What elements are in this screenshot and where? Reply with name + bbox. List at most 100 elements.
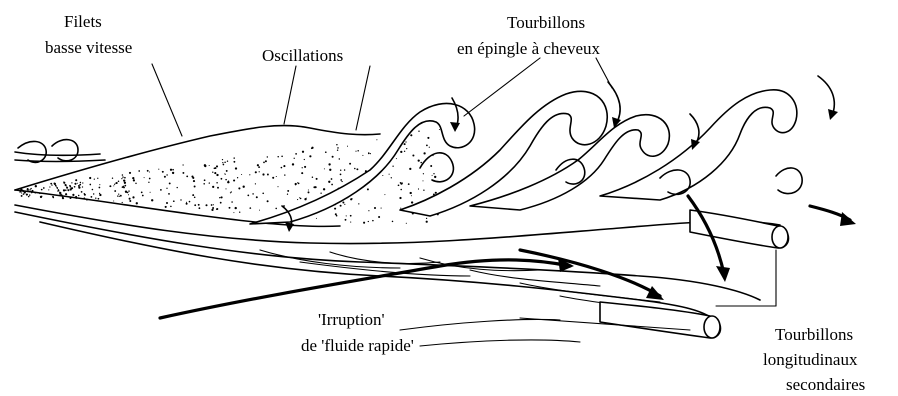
stipple-dot bbox=[219, 197, 220, 198]
stipple-dot bbox=[228, 182, 230, 184]
stipple-dot bbox=[389, 174, 390, 175]
stipple-dot bbox=[435, 192, 437, 194]
stipple-dot bbox=[20, 189, 22, 191]
stipple-dot bbox=[53, 197, 54, 198]
stipple-dot bbox=[35, 185, 37, 187]
stipple-dot bbox=[398, 184, 400, 186]
stipple-dot bbox=[79, 184, 81, 186]
stipple-dot bbox=[308, 191, 310, 193]
stipple-dot bbox=[70, 197, 72, 199]
stipple-dot bbox=[396, 158, 397, 159]
stipple-dot bbox=[350, 215, 352, 217]
stipple-dot bbox=[193, 180, 195, 182]
stipple-dot bbox=[48, 189, 49, 190]
stipple-dot bbox=[308, 189, 309, 190]
stipple-dot bbox=[384, 194, 385, 195]
stipple-dot bbox=[65, 184, 67, 186]
stipple-dot bbox=[231, 201, 233, 203]
stipple-dot bbox=[400, 208, 401, 209]
stipple-dot bbox=[75, 179, 77, 181]
stipple-dot bbox=[262, 193, 264, 195]
stipple-dot bbox=[276, 176, 277, 177]
stipple-dot bbox=[41, 196, 42, 197]
stipple-dot bbox=[59, 192, 61, 194]
stipple-dot bbox=[409, 168, 411, 170]
stipple-dot bbox=[344, 169, 346, 171]
stipple-dot bbox=[349, 163, 351, 165]
stipple-dot bbox=[198, 207, 200, 209]
stipple-dot bbox=[86, 199, 88, 201]
stipple-dot bbox=[129, 172, 131, 174]
stipple-dot bbox=[122, 202, 123, 203]
stipple-dot bbox=[121, 178, 122, 179]
stipple-dot bbox=[99, 184, 100, 185]
stipple-dot bbox=[123, 179, 125, 181]
stipple-dot bbox=[59, 194, 60, 195]
label-secondary-3: secondaires bbox=[786, 375, 865, 394]
stipple-dot bbox=[432, 175, 433, 176]
stipple-dot bbox=[92, 189, 94, 191]
stipple-dot bbox=[132, 196, 134, 198]
stipple-dot bbox=[203, 183, 205, 185]
stipple-dot bbox=[212, 186, 214, 188]
stipple-dot bbox=[82, 186, 83, 187]
stipple-dot bbox=[355, 151, 356, 152]
stipple-dot bbox=[252, 193, 254, 195]
stipple-dot bbox=[186, 175, 188, 177]
stipple-dot bbox=[147, 170, 149, 172]
stipple-dot bbox=[238, 187, 240, 189]
stipple-dot bbox=[301, 172, 303, 174]
stipple-dot bbox=[29, 189, 31, 191]
stipple-dot bbox=[21, 195, 23, 197]
stipple-dot bbox=[113, 185, 114, 186]
stipple-dot bbox=[35, 193, 36, 194]
stipple-dot bbox=[259, 210, 260, 211]
stipple-dot bbox=[122, 176, 123, 177]
stipple-dot bbox=[426, 218, 427, 219]
stipple-dot bbox=[173, 200, 175, 202]
stipple-dot bbox=[382, 175, 383, 176]
stipple-dot bbox=[141, 192, 143, 194]
stipple-dot bbox=[225, 179, 227, 181]
stipple-dot bbox=[267, 200, 269, 202]
stipple-dot bbox=[406, 223, 407, 224]
stipple-dot bbox=[284, 174, 285, 175]
stipple-dot bbox=[128, 194, 129, 195]
stipple-dot bbox=[220, 202, 222, 204]
stipple-dot bbox=[404, 143, 406, 145]
stipple-dot bbox=[118, 193, 119, 194]
stipple-dot bbox=[138, 170, 140, 172]
stipple-dot bbox=[78, 185, 80, 187]
stipple-dot bbox=[287, 194, 288, 195]
stipple-dot bbox=[408, 183, 410, 185]
stipple-dot bbox=[132, 177, 134, 179]
stipple-dot bbox=[329, 169, 331, 171]
stipple-dot bbox=[239, 212, 240, 213]
stipple-dot bbox=[354, 168, 356, 170]
stipple-dot bbox=[267, 174, 269, 176]
stipple-dot bbox=[231, 191, 232, 192]
stipple-dot bbox=[82, 182, 83, 183]
stipple-dot bbox=[60, 194, 62, 196]
stipple-dot bbox=[50, 183, 52, 185]
stipple-dot bbox=[247, 195, 249, 197]
stipple-dot bbox=[412, 154, 414, 156]
stipple-dot bbox=[26, 194, 28, 196]
stipple-dot bbox=[410, 192, 412, 194]
stipple-dot bbox=[99, 193, 100, 194]
stipple-dot bbox=[216, 182, 218, 184]
stipple-dot bbox=[311, 147, 313, 149]
stipple-dot bbox=[213, 204, 214, 205]
stipple-dot bbox=[418, 188, 419, 189]
stipple-dot bbox=[70, 186, 72, 188]
stipple-dot bbox=[67, 189, 69, 191]
sweep-arrows bbox=[160, 196, 856, 318]
stipple-dot bbox=[292, 163, 294, 165]
stipple-dot bbox=[370, 153, 371, 154]
stipple-dot bbox=[304, 198, 306, 200]
stipple-dot bbox=[71, 182, 72, 183]
stipple-dot bbox=[211, 209, 213, 211]
stipple-dot bbox=[22, 190, 24, 192]
stipple-dot bbox=[144, 177, 145, 178]
